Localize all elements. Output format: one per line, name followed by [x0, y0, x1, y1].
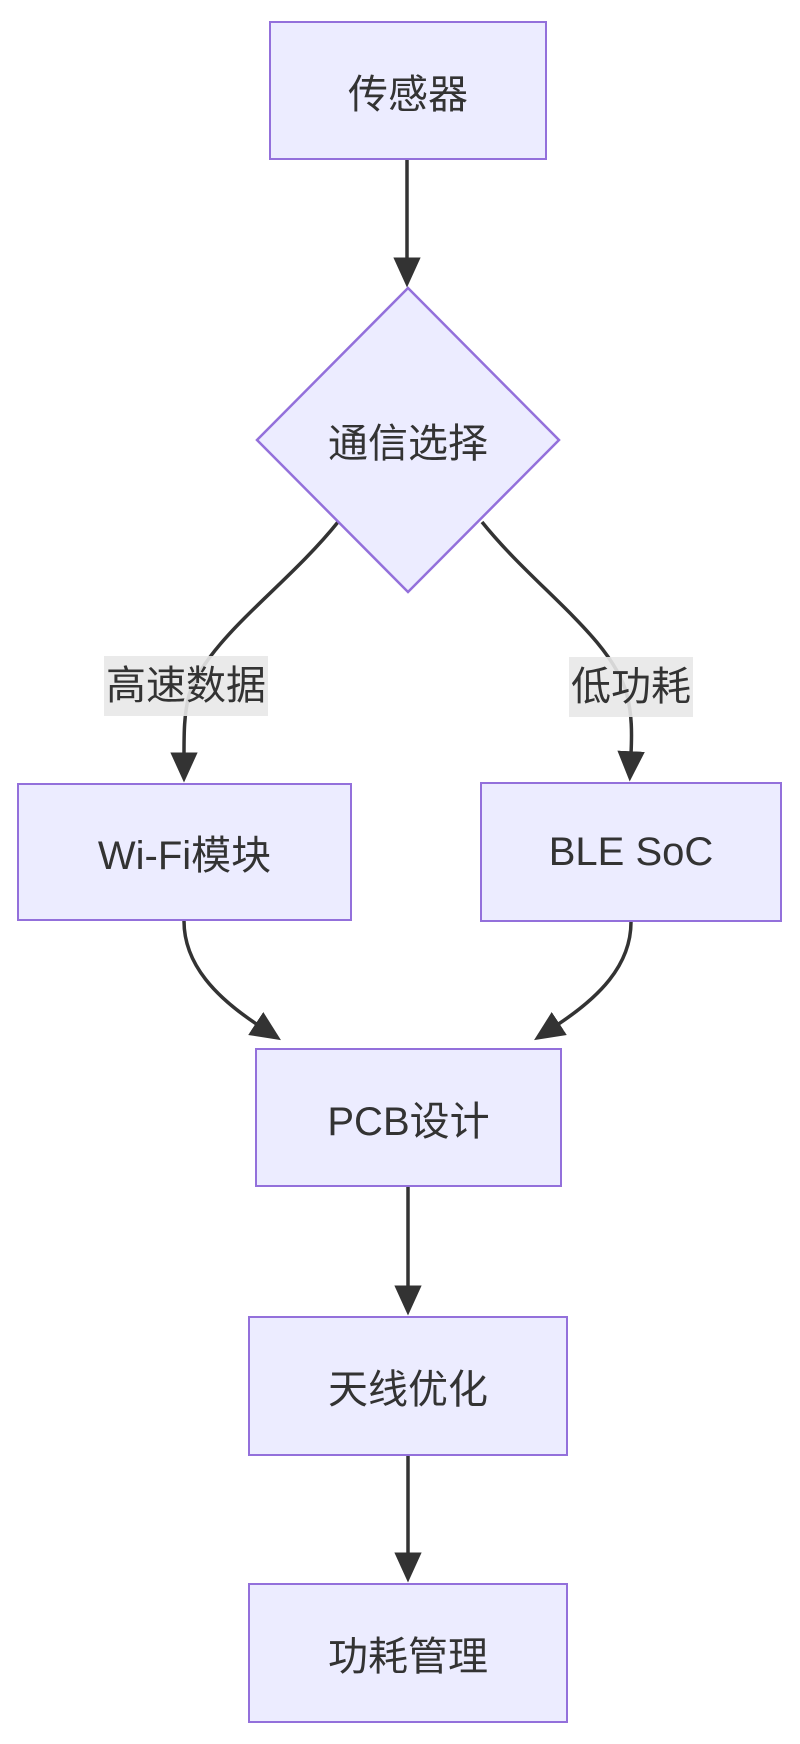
- edge-ble-to-pcb: [534, 921, 633, 1041]
- node-power-management: 功耗管理: [248, 1583, 568, 1723]
- node-antenna-optimization-label: 天线优化: [328, 1368, 488, 1412]
- node-sensor-label: 传感器: [348, 72, 468, 117]
- node-ble-soc: BLE SoC: [480, 782, 782, 922]
- edge-wifi-to-pcb: [182, 920, 281, 1041]
- node-wifi-module-label: Wi-Fi模块: [97, 834, 272, 878]
- node-sensor: 传感器: [269, 21, 547, 160]
- node-pcb-design: PCB设计: [255, 1048, 562, 1187]
- edge-decision-to-wifi: [170, 520, 340, 783]
- node-decision-label: 通信选择: [328, 422, 488, 466]
- decision-diamond-shape: [255, 286, 561, 594]
- edge-label-high-speed-data: 高速数据: [104, 656, 268, 716]
- node-power-management-label: 功耗管理: [328, 1635, 488, 1679]
- node-ble-soc-label: BLE SoC: [548, 829, 714, 874]
- node-antenna-optimization: 天线优化: [248, 1316, 568, 1456]
- node-wifi-module: Wi-Fi模块: [17, 783, 352, 921]
- edge-label-low-power: 低功耗: [569, 657, 693, 717]
- node-pcb-design-label: PCB设计: [327, 1099, 490, 1144]
- edge-decision-to-ble: [480, 520, 645, 782]
